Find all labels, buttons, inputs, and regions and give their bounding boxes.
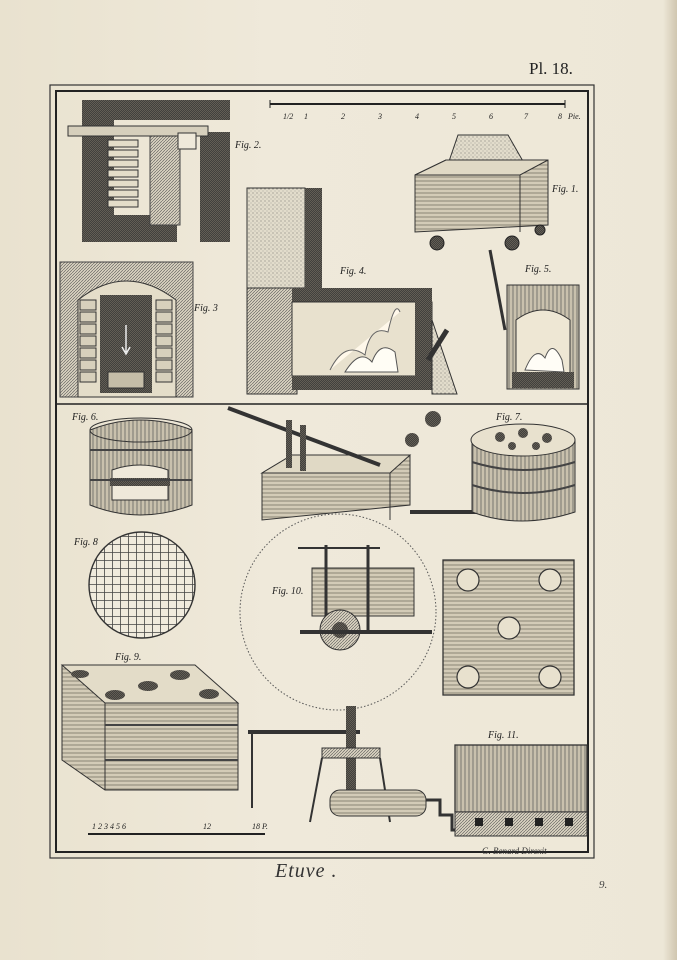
figure-9-square-tub: Fig. 9.	[60, 652, 240, 791]
figure-11-trough: Fig. 11.	[454, 730, 588, 837]
figure-6-tub: Fig. 6.	[71, 412, 193, 516]
page-number: 9.	[599, 879, 608, 891]
engraver-credit: G. Benard Direxit	[482, 846, 547, 856]
scale-top-tick-0: 1/2	[283, 112, 293, 121]
plate-title: Etuve .	[275, 860, 338, 882]
press-assembly	[227, 406, 478, 521]
fig9-label: Fig. 9.	[114, 652, 141, 663]
fig7-label: Fig. 7.	[495, 412, 522, 423]
scale-top-tick-7: 7	[524, 112, 529, 121]
fig3-label: Fig. 3	[193, 303, 218, 314]
figure-5-stove: Fig. 5.	[488, 249, 580, 390]
figure-1-cart: Fig. 1.	[414, 134, 578, 251]
figure-3-arch: Fig. 3	[59, 261, 218, 398]
perforated-board	[442, 559, 575, 696]
scale-bottom-tick-2: 18 P.	[252, 822, 268, 831]
scale-top: 1/2 1 2 3 4 5 6 7 8 Pie.	[269, 100, 581, 121]
outer-frame	[49, 84, 595, 859]
fig6-label: Fig. 6.	[71, 412, 98, 423]
figure-8-grid: Fig. 8	[73, 531, 196, 639]
inner-frame	[55, 90, 589, 853]
scale-top-tick-2: 2	[341, 112, 345, 121]
figure-4-section: Fig. 4.	[246, 187, 458, 395]
scale-top-tick-6: 6	[489, 112, 493, 121]
figure-10-detail: Fig. 10.	[239, 513, 437, 711]
scale-bottom-tick-1: 12	[203, 822, 211, 831]
scale-top-tick-1: 1	[304, 112, 308, 121]
fig8-label: Fig. 8	[73, 537, 98, 548]
plate-number: Pl. 18.	[529, 59, 573, 78]
fig10-label: Fig. 10.	[271, 586, 303, 597]
fig11-label: Fig. 11.	[487, 730, 519, 741]
scale-top-tick-4: 4	[415, 112, 419, 121]
figure-2-plan: Fig. 2.	[67, 100, 261, 242]
fig1-label: Fig. 1.	[551, 184, 578, 195]
scale-top-unit: Pie.	[567, 112, 581, 121]
scale-top-tick-8: 8	[558, 112, 562, 121]
scale-bottom: 1 2 3 4 5 6 12 18 P.	[88, 822, 268, 835]
scale-top-tick-5: 5	[452, 112, 456, 121]
figure-7-vat: Fig. 7.	[470, 412, 576, 522]
fig5-label: Fig. 5.	[524, 264, 551, 275]
fig2-label: Fig. 2.	[234, 140, 261, 151]
scale-top-tick-3: 3	[377, 112, 382, 121]
scale-bottom-tick-0: 1 2 3 4 5 6	[92, 822, 126, 831]
lower-press	[248, 706, 470, 832]
fig4-label: Fig. 4.	[339, 266, 366, 277]
